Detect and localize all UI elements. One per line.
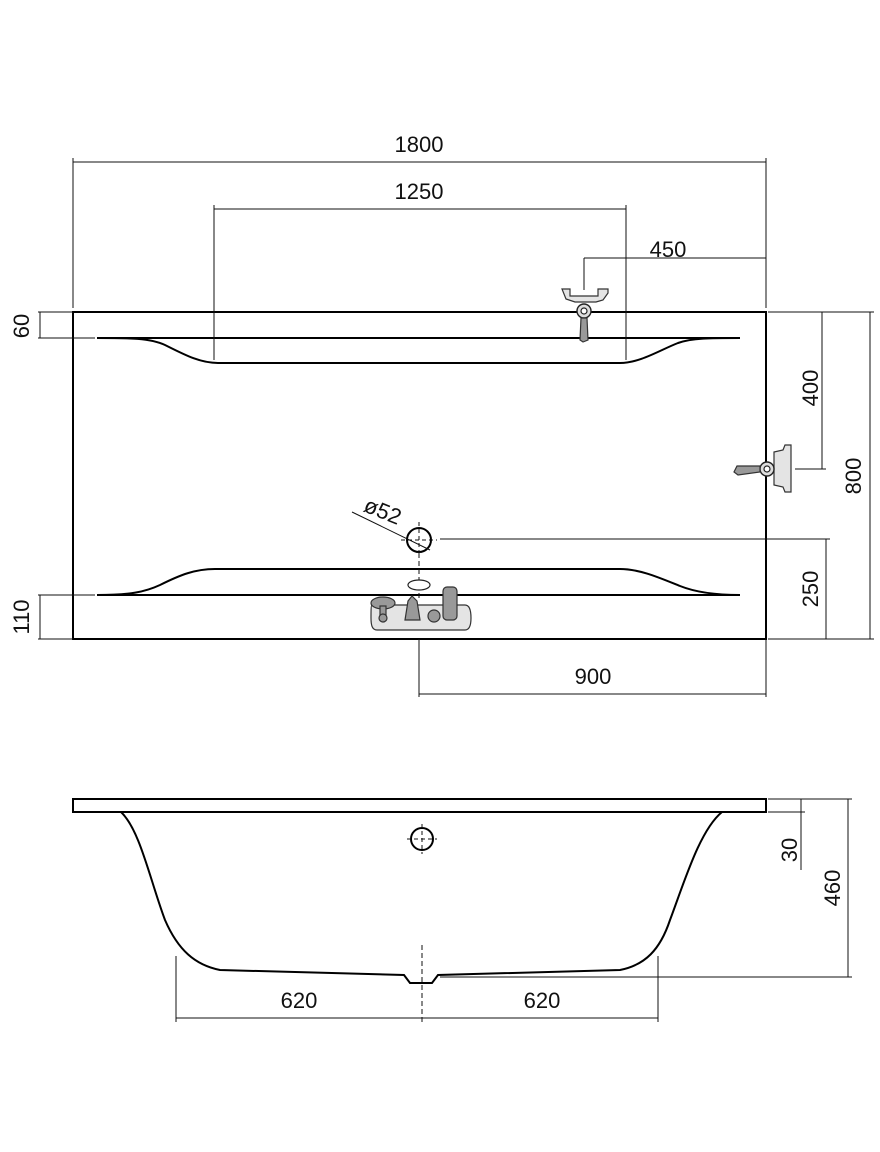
drain-hole-side bbox=[407, 824, 437, 854]
dimension-drain-offset: 250 bbox=[440, 538, 830, 639]
mixer-fitting-icon bbox=[370, 579, 472, 631]
label-drain-offset: 250 bbox=[798, 571, 823, 608]
dimension-valve-offset: 450 bbox=[583, 237, 766, 290]
label-drain-position: 900 bbox=[575, 664, 612, 689]
dimension-top-rim: 60 bbox=[9, 311, 95, 339]
label-inner-length: 1250 bbox=[395, 179, 444, 204]
label-drain-diameter: ø52 bbox=[361, 492, 406, 529]
dimension-rim-height: 30 bbox=[768, 798, 852, 870]
label-valve-offset: 450 bbox=[650, 237, 687, 262]
dimension-overall-width: 800 bbox=[768, 311, 874, 640]
label-rim-height: 30 bbox=[777, 838, 802, 862]
label-overall-width: 800 bbox=[841, 458, 866, 495]
drain-hole-top: ø52 bbox=[351, 492, 437, 558]
dimension-left-base: 620 bbox=[175, 956, 422, 1022]
label-top-rim: 60 bbox=[9, 314, 34, 338]
label-right-base: 620 bbox=[524, 988, 561, 1013]
label-bottom-rim: 110 bbox=[9, 599, 34, 634]
dimension-right-base: 620 bbox=[422, 956, 659, 1022]
label-valve-spacing: 400 bbox=[798, 370, 823, 407]
valve-icon-top bbox=[561, 288, 609, 343]
dimension-bottom-rim: 110 bbox=[9, 594, 95, 640]
upper-basin-curve bbox=[96, 337, 741, 364]
label-left-base: 620 bbox=[281, 988, 318, 1013]
label-overall-length: 1800 bbox=[395, 132, 444, 157]
dimension-overall-length: 1800 bbox=[72, 132, 767, 308]
top-view: 1800 1250 450 60 110 bbox=[9, 132, 874, 697]
dimension-inner-length: 1250 bbox=[213, 179, 627, 360]
dimension-drain-position: 900 bbox=[418, 639, 767, 697]
tub-body-profile bbox=[120, 811, 723, 984]
valve-icon-side bbox=[733, 444, 792, 493]
dimension-valve-spacing: 400 bbox=[768, 311, 826, 470]
side-view: 30 460 620 620 bbox=[72, 798, 852, 1022]
dimension-total-height: 460 bbox=[440, 799, 852, 978]
label-total-height: 460 bbox=[820, 870, 845, 907]
tub-rim-side bbox=[72, 798, 767, 813]
